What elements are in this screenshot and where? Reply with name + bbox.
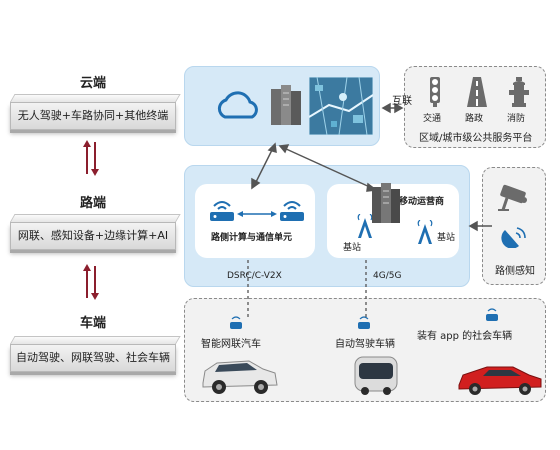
cloud-tier-desc: 无人驾驶+车路协同+其他终端 [10,102,176,130]
vehicle-0-device-icon [230,316,242,329]
cloud-panel [184,66,380,146]
road-icon [467,77,487,107]
sedan-icon [458,366,542,395]
rsu-router-left-icon [210,201,234,221]
sensor-box: 路侧感知 [482,167,546,285]
server-rack-icon [271,85,301,125]
radar-icon [501,227,526,248]
vehicle-tier-title: 车端 [79,316,106,331]
link-label-dsrc: DSRC/C-V2X [227,271,282,281]
public-item-label-traffic: 交通 [423,114,442,124]
camera-icon [498,184,527,211]
road-tier-desc: 网联、感知设备+边缘计算+AI [10,222,176,250]
road-tier-title: 路端 [79,196,106,211]
link-label-4g5g: 4G/5G [373,271,402,281]
public-platform-title: 区域/城市级公共服务平台 [419,133,533,144]
interconnect-arrow-left [381,102,391,114]
cloud-operator-line [283,147,373,189]
base-station-left-label: 基站 [343,243,362,253]
cloud-icon [217,91,258,119]
suv-icon [202,360,278,394]
road-panel: 路侧计算与通信单元 移动运营商 基站 基站 DSRC/C-V2X 4G/5G [184,165,470,287]
cloud-rsu-arrow-down [251,177,261,190]
cloud-tier-title: 云端 [79,76,106,91]
cloud-operator-arrow-down [366,182,378,192]
rsu-box: 路侧计算与通信单元 [195,184,315,258]
autonomous-bus-icon [354,356,398,395]
vehicle-2-device-icon [486,308,498,321]
sensor-road-arrow [468,220,478,232]
interconnect-arrow-right [394,102,404,114]
interconnect-label: 互联 [392,95,412,107]
cloud-rsu-arrow-up [267,142,277,154]
operator-server-icon [372,183,400,223]
vehicle-label-2: 装有 app 的社会车辆 [417,331,513,342]
public-item-label-fire: 消防 [507,114,526,124]
base-station-left-icon [357,214,373,238]
sensor-label: 路侧感知 [495,266,535,277]
base-station-right-label: 基站 [437,233,456,243]
public-platform-box: 交通 路政 消防 区域/城市级公共服务平台 [404,66,546,148]
rsu-label: 路侧计算与通信单元 [211,233,293,243]
cloud-road-arrow-icon [83,140,99,176]
vehicle-1-device-icon [358,316,370,329]
road-vehicle-arrow-icon [83,264,99,300]
fire-hydrant-icon [509,77,529,107]
vehicle-box: 智能网联汽车 自动驾驶车辆 装有 app 的社会车辆 [184,298,546,402]
traffic-light-icon [430,77,440,107]
cloud-operator-arrow-up [278,144,290,154]
public-item-label-road: 路政 [465,114,484,124]
operator-label: 移动运营商 [399,197,445,207]
city-map-icon [309,77,373,135]
rsu-link-arrow-icon [237,211,277,217]
vehicle-tier-desc: 自动驾驶、网联驾驶、社会车辆 [10,344,176,372]
base-station-right-icon [417,220,433,244]
cloud-rsu-line [254,147,274,185]
rsu-router-right-icon [280,201,304,221]
vehicle-label-0: 智能网联汽车 [201,339,261,350]
vehicle-label-1: 自动驾驶车辆 [335,339,395,350]
